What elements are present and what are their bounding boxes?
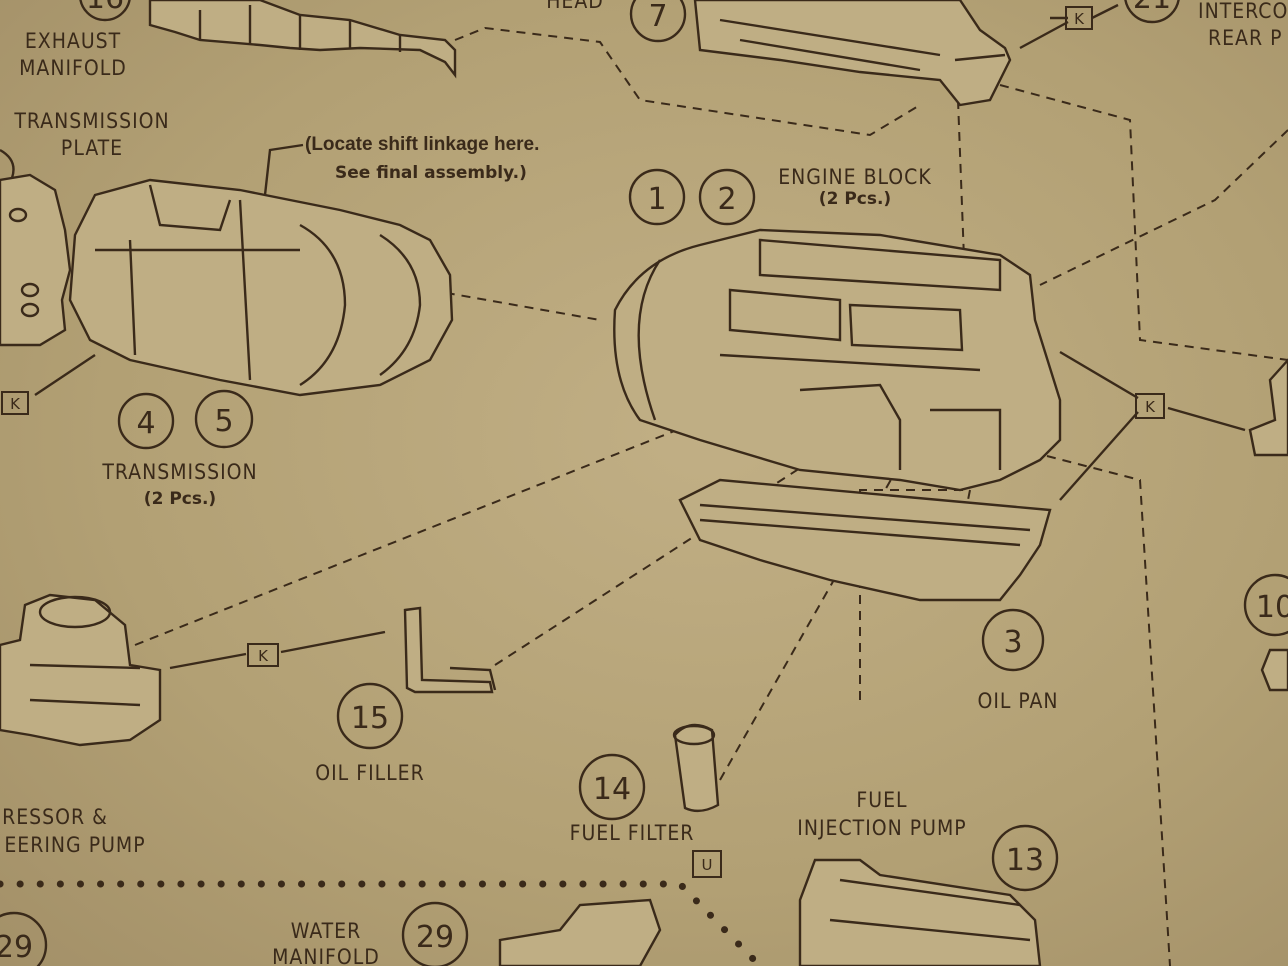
svg-text:K: K: [1074, 10, 1085, 28]
label-engine-block-qty: (2 Pcs.): [819, 189, 891, 209]
part-number-3: 3: [981, 608, 1045, 672]
engine-block-drawing: [613, 228, 1062, 602]
transmission-plate-drawing: [0, 148, 72, 347]
svg-text:15: 15: [351, 701, 389, 736]
label-oil-filler: OIL FILLER: [315, 761, 425, 785]
svg-text:K: K: [1145, 398, 1156, 416]
callout-u: U: [692, 850, 722, 878]
svg-text:2: 2: [717, 182, 736, 217]
label-head: HEAD: [546, 0, 604, 13]
label-transmission-qty: (2 Pcs.): [144, 489, 216, 509]
label-fuel-injection-pump-2: INJECTION PUMP: [797, 816, 966, 840]
part-number-14: 14: [578, 753, 646, 821]
callout-k-left: K: [1, 391, 29, 415]
svg-text:29: 29: [416, 920, 454, 955]
svg-text:K: K: [10, 395, 21, 413]
fuel-filter-drawing: [672, 723, 720, 813]
label-exhaust-manifold-1: EXHAUST: [25, 29, 121, 53]
label-exhaust-manifold-2: MANIFOLD: [19, 56, 127, 80]
part-number-5: 5: [194, 389, 254, 449]
label-transmission-plate-2: PLATE: [61, 136, 123, 160]
part-number-10: 10: [1243, 573, 1288, 637]
svg-text:10: 10: [1256, 590, 1288, 625]
svg-text:29: 29: [0, 930, 33, 965]
part-number-16: 16: [79, 0, 131, 22]
part-number-4: 4: [117, 392, 175, 450]
label-water-manifold-1: WATER: [291, 919, 361, 943]
svg-text:K: K: [258, 647, 269, 665]
label-transmission-plate-1: TRANSMISSION: [13, 109, 169, 133]
label-fuel-filter: FUEL FILTER: [570, 821, 695, 845]
right-edge-fragments: [1248, 358, 1288, 692]
svg-text:5: 5: [214, 404, 233, 439]
dotted-divider: [0, 880, 764, 966]
svg-text:14: 14: [593, 772, 631, 807]
water-manifold-drawing: [498, 898, 662, 966]
part-number-21: 21: [1124, 0, 1180, 24]
svg-text:13: 13: [1006, 843, 1044, 878]
k-arrows: [34, 3, 1246, 670]
callout-k-top: K: [1065, 6, 1093, 30]
label-intercooler-2: REAR P: [1208, 26, 1283, 50]
svg-text:3: 3: [1003, 625, 1022, 660]
svg-text:21: 21: [1133, 0, 1171, 16]
part-number-1: 1: [628, 168, 686, 226]
label-fuel-injection-pump-1: FUEL: [856, 788, 907, 812]
callout-boxes: K K K K U: [1, 6, 1165, 878]
compressor-drawing: [0, 593, 162, 747]
label-compressor-2: EERING PUMP: [4, 833, 145, 857]
callout-k-right: K: [1135, 393, 1165, 419]
shift-linkage-note-2: See final assembly.): [335, 163, 527, 183]
fuel-injection-pump-drawing: [798, 858, 1042, 966]
label-engine-block: ENGINE BLOCK: [778, 165, 932, 189]
oil-filler-drawing: [403, 606, 497, 694]
transmission-drawing: [68, 178, 454, 397]
label-intercooler-1: INTERCO: [1198, 0, 1288, 23]
part-number-29: 29: [401, 901, 469, 966]
svg-text:16: 16: [86, 0, 124, 16]
part-number-7: 7: [629, 0, 687, 43]
cylinder-head-drawing: [693, 0, 1012, 107]
svg-text:U: U: [702, 856, 713, 874]
label-oil-pan: OIL PAN: [977, 689, 1058, 713]
label-transmission: TRANSMISSION: [101, 460, 257, 484]
label-water-manifold-2: MANIFOLD: [272, 945, 380, 966]
shift-note-pointer: [263, 143, 304, 196]
part-number-13: 13: [991, 824, 1059, 892]
shift-linkage-note-1: (Locate shift linkage here.: [305, 134, 539, 155]
svg-text:4: 4: [136, 406, 155, 441]
part-number-2: 2: [698, 168, 756, 226]
exhaust-manifold-drawing: [148, 0, 457, 79]
svg-text:7: 7: [648, 0, 667, 34]
svg-text:1: 1: [647, 182, 666, 217]
callout-k-bottom: K: [247, 643, 279, 667]
label-compressor-1: RESSOR &: [2, 805, 108, 829]
part-number-15: 15: [336, 682, 404, 750]
part-number-29-left: 29: [0, 911, 48, 966]
